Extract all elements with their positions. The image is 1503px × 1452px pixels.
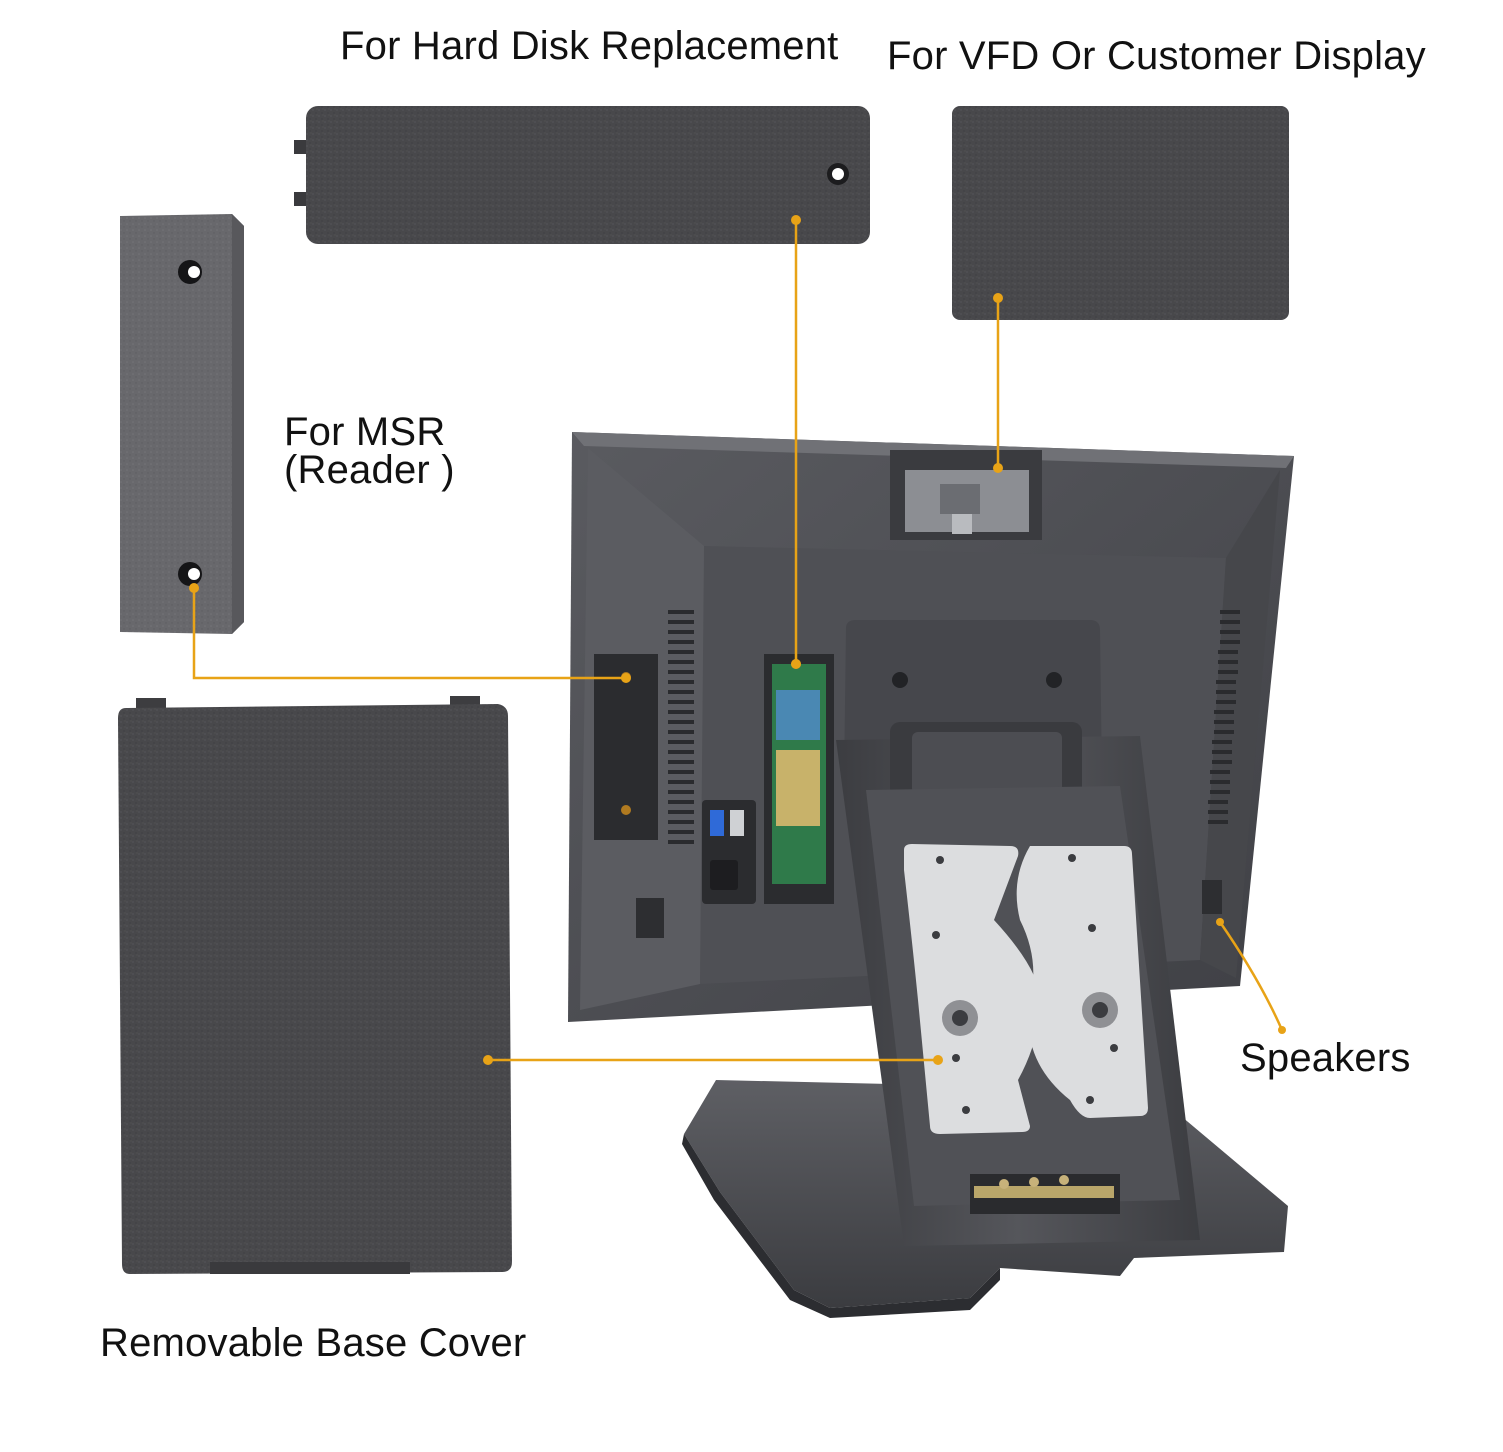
msr-label: For MSR (Reader ): [284, 410, 455, 492]
vfd-label: For VFD Or Customer Display: [887, 34, 1426, 78]
hard-disk-cover: [294, 106, 870, 244]
msr-label-line2: (Reader ): [284, 448, 455, 492]
vfd-cover: [952, 106, 1289, 320]
callout-lines: [192, 220, 1284, 1062]
speaker-grille-icon: [636, 880, 1222, 938]
base-cover-label: Removable Base Cover: [100, 1321, 527, 1365]
msr-cover: [120, 214, 244, 634]
speakers-label: Speakers: [1240, 1036, 1411, 1080]
msr-label-line1: For MSR: [284, 410, 446, 454]
callout-msr: [192, 588, 626, 680]
hard-disk-label: For Hard Disk Replacement: [340, 24, 839, 68]
callout-dots: [189, 215, 1286, 1065]
callout-speakers: [1218, 921, 1284, 1031]
base-cover-panel: [118, 696, 512, 1274]
